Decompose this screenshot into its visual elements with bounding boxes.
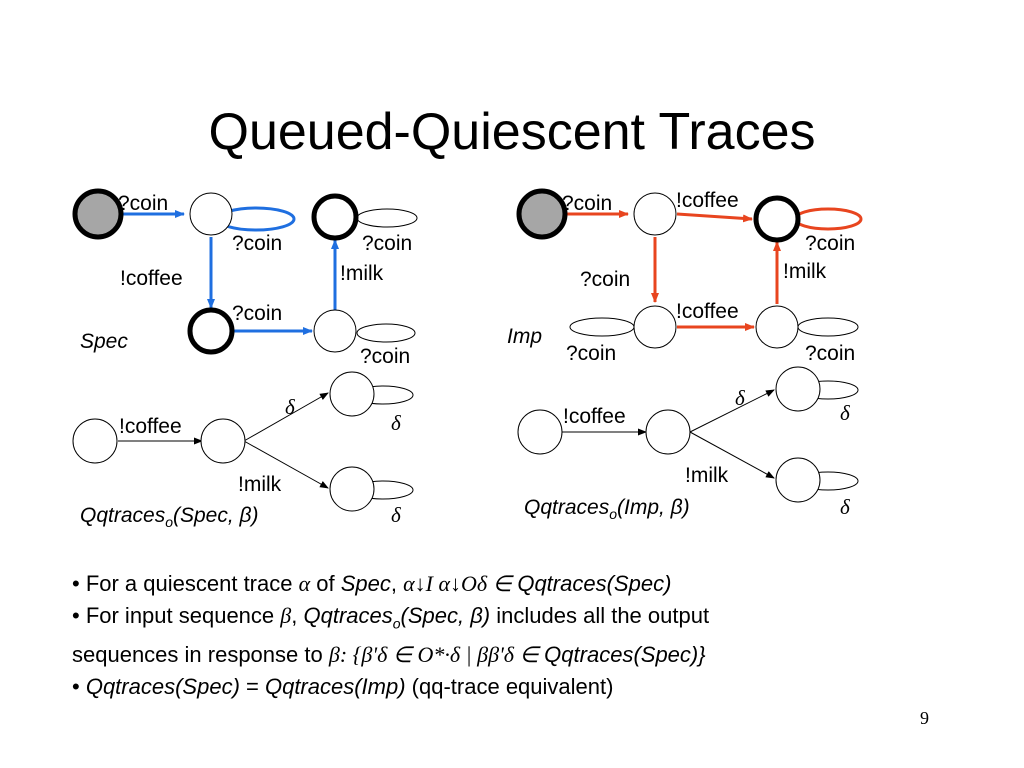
bullet-input-sequence-continued: sequences in response to β: {β'δ ∈ O*·δ … [72,642,706,668]
qq-spec-label-delta-loop-lower: δ [391,503,402,527]
imp-label-coin-in: ?coin [562,192,612,215]
spec-state-s2-quiescent [187,307,235,355]
qq-spec-edge-delta [243,392,329,442]
imp-state-s4 [755,305,799,349]
bullet-quiescent-trace: • For a quiescent trace α of Spec, α↓I α… [72,571,672,596]
imp-initial-state [516,188,568,240]
qq-imp-label-delta-loop-upper: δ [840,401,851,425]
qq-spec-state-root [72,418,118,464]
spec-state-s4 [313,309,357,353]
imp-label-milk: !milk [783,260,827,283]
page-number: 9 [920,708,929,728]
spec-automaton: ?coin ?coin ?coin !coffee ?coin !milk ?c… [72,188,418,368]
qq-spec-label-coffee: !coffee [119,415,182,438]
imp-loop-s4 [569,317,635,337]
qq-spec-state-lower [329,466,375,512]
qq-imp-caption: Qqtraceso(Imp, β) [524,496,690,522]
spec-label-coin-in: ?coin [118,192,168,215]
qqtraces-spec-tree: !coffee δ δ !milk δ Qqtraceso(Spec, β) [72,371,414,530]
qq-imp-state-upper [775,366,821,412]
spec-name: Spec [80,330,128,353]
imp-loop-s5 [797,317,859,337]
qq-spec-edge-milk [243,440,329,489]
imp-state-s1 [633,192,677,236]
qq-imp-edge-delta [689,389,775,433]
qq-spec-label-delta-loop-upper: δ [391,411,402,435]
imp-edge-coffee-top [676,212,753,223]
imp-state-s3-quiescent [753,195,801,243]
spec-loop-s4 [356,323,416,343]
spec-initial-state [72,188,124,240]
bullet-input-sequence: • For input sequence β, Qqtraceso(Spec, … [72,603,710,632]
imp-label-coin-loop-s3: ?coin [805,232,855,255]
imp-label-coin-loop-s5: ?coin [805,342,855,365]
qqtraces-imp-tree: !coffee δ δ !milk δ Qqtraceso(Imp, β) [517,366,859,522]
qq-spec-label-milk: !milk [238,473,282,496]
spec-state-s3-quiescent [311,193,359,241]
qq-imp-state-lower [775,457,821,503]
spec-state-s1 [189,192,233,236]
imp-label-coffee-top: !coffee [676,189,739,212]
qq-imp-label-coffee: !coffee [563,405,626,428]
qq-spec-state-mid [200,418,246,464]
spec-label-milk: !milk [340,262,384,285]
spec-label-coffee: !coffee [120,267,183,290]
qq-imp-label-delta-loop-lower: δ [840,495,851,519]
imp-label-coin-loop-s4: ?coin [566,342,616,365]
imp-loop-s3 [793,207,863,231]
spec-label-coin-loop-s4: ?coin [360,345,410,368]
imp-state-s2 [633,305,677,349]
slide-title: Queued-Quiescent Traces [208,103,816,161]
spec-label-coin-s2-s4: ?coin [232,302,282,325]
imp-automaton: ?coin !coffee ?coin ?coin !milk !coffee … [507,188,863,365]
spec-label-coin-loop-s3: ?coin [362,232,412,255]
qq-imp-state-root [517,409,563,455]
qq-imp-label-milk: !milk [685,464,729,487]
imp-name: Imp [507,325,542,348]
qq-spec-caption: Qqtraceso(Spec, β) [80,504,259,530]
qq-spec-state-upper [329,371,375,417]
spec-loop-s3 [356,208,418,228]
bullet-qq-trace-equivalent: • Qqtraces(Spec) = Qqtraces(Imp) (qq-tra… [72,674,614,700]
qq-imp-label-delta: δ [735,386,746,410]
imp-label-coin-down: ?coin [580,268,630,291]
imp-label-coffee-mid: !coffee [676,300,739,323]
qq-imp-edge-milk [689,431,775,479]
qq-imp-state-mid [645,409,691,455]
qq-spec-label-delta: δ [285,395,296,419]
bullet-list: • For a quiescent trace α of Spec, α↓I α… [72,568,972,703]
spec-label-coin-loop-s1: ?coin [232,232,282,255]
